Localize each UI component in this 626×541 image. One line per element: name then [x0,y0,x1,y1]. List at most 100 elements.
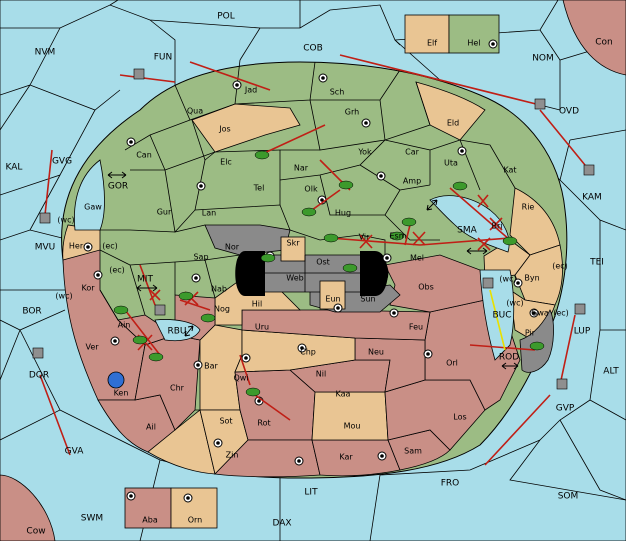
label-ovd: OVD [559,107,579,117]
label-bar: Bar [204,362,218,371]
label-cow: Cow [26,527,45,537]
label-nog: Nog [214,305,230,314]
label-fun: FUN [154,53,173,63]
label-sam: Sam [404,447,422,456]
globe-icon [107,371,125,389]
label-nar: Nar [294,164,309,173]
label-tei: TEI [589,258,604,268]
label-elf: Elf [427,39,437,48]
elf-hel-island[interactable] [404,14,500,54]
label-neu: Neu [368,348,384,357]
label-aba: Aba [142,516,158,525]
label-grh: Grh [345,108,359,117]
label-qwi: Qwi [233,374,248,383]
label-sun: Sun [360,295,375,304]
label-ain: Ain [118,321,131,330]
label-zin: Zin [226,451,239,460]
label-sap: Sap [193,253,208,262]
label-sot: Sot [219,417,232,426]
label-hel: Hel [467,39,480,48]
label-nab: Nab [211,285,227,294]
army-units[interactable] [113,150,545,397]
label-wc2: (wc) [55,292,72,301]
label-jad: Jad [244,86,257,95]
label-rie: Rie [522,203,535,212]
label-sch: Sch [330,88,345,97]
label-gor: GOR [108,182,128,192]
province-kar-area[interactable] [311,439,401,477]
label-gaw: Gaw [84,203,102,212]
province-obs-area[interactable] [384,254,486,313]
label-ost: Ost [316,258,330,267]
label-sma: SMA [457,226,477,236]
label-esm: Esm [389,232,406,241]
label-buc: BUC [492,311,511,321]
label-ec2: (ec) [552,262,568,271]
label-chr: Chr [170,384,185,393]
label-eun: Eun [325,295,340,304]
label-dax: DAX [272,519,291,529]
label-qua: Qua [187,107,203,116]
label-alt: ALT [603,367,619,377]
southern-provinces[interactable] [62,244,521,478]
label-rbu: RBU [167,327,186,337]
label-nvm: NVM [35,48,56,58]
label-ver: Ver [85,343,99,352]
label-elc: Elc [220,158,232,167]
province-eld-area[interactable] [415,81,486,141]
label-car: Car [405,148,419,157]
label-dqr: DQR [29,371,49,381]
label-nom: NOM [532,54,554,64]
label-kar: Kar [339,453,353,462]
label-nor: Nor [225,243,240,252]
label-eld: Eld [447,119,459,128]
province-eun[interactable] [319,280,346,310]
label-kor: Kor [81,284,95,293]
label-kal: KAL [6,163,23,173]
label-wc1: (wc) [57,216,74,225]
support-line [489,289,506,351]
label-rot: Rot [257,419,270,428]
province-pir-area[interactable] [519,309,554,373]
label-orn: Orn [188,516,203,525]
province-mou-area[interactable] [311,391,389,441]
label-bri: Bri [492,222,503,231]
label-web: Web [286,274,303,283]
label-rod: ROD [499,353,519,363]
label-lan: Lan [202,209,216,218]
label-uru: Uru [255,323,269,332]
label-fro: FRO [441,479,460,489]
province-skr[interactable] [280,236,306,262]
label-hug: Hug [335,209,351,218]
label-skr: Skr [287,239,301,248]
label-nil: Nil [316,370,326,379]
province-orn[interactable] [170,487,218,529]
label-lit: LIT [304,488,318,498]
label-gur: Gur [157,208,172,217]
label-jos: Jos [218,125,230,134]
label-gva: GVA [65,447,85,457]
label-ec4: (ec) [553,309,569,318]
label-chp: Chp [300,348,316,357]
label-pol: POL [217,12,235,22]
aba-orn-island[interactable] [124,487,218,529]
label-gvp: GVP [556,404,575,414]
label-yok: Yok [357,148,372,157]
double-arrow-icons [107,171,519,370]
label-swm: SWM [81,514,103,524]
label-lup: LUP [574,327,591,337]
label-gvg: GVG [52,157,72,167]
label-cob: COB [303,44,323,54]
label-feu: Feu [409,323,423,332]
label-kam: KAM [582,193,602,203]
label-obs: Obs [418,283,434,292]
label-amp: Amp [403,177,421,186]
fleet-units[interactable] [32,68,595,390]
label-gwa: Gwa [531,309,549,318]
label-mou: Mou [344,422,361,431]
label-uta: Uta [444,159,458,168]
black-ends [235,251,388,296]
